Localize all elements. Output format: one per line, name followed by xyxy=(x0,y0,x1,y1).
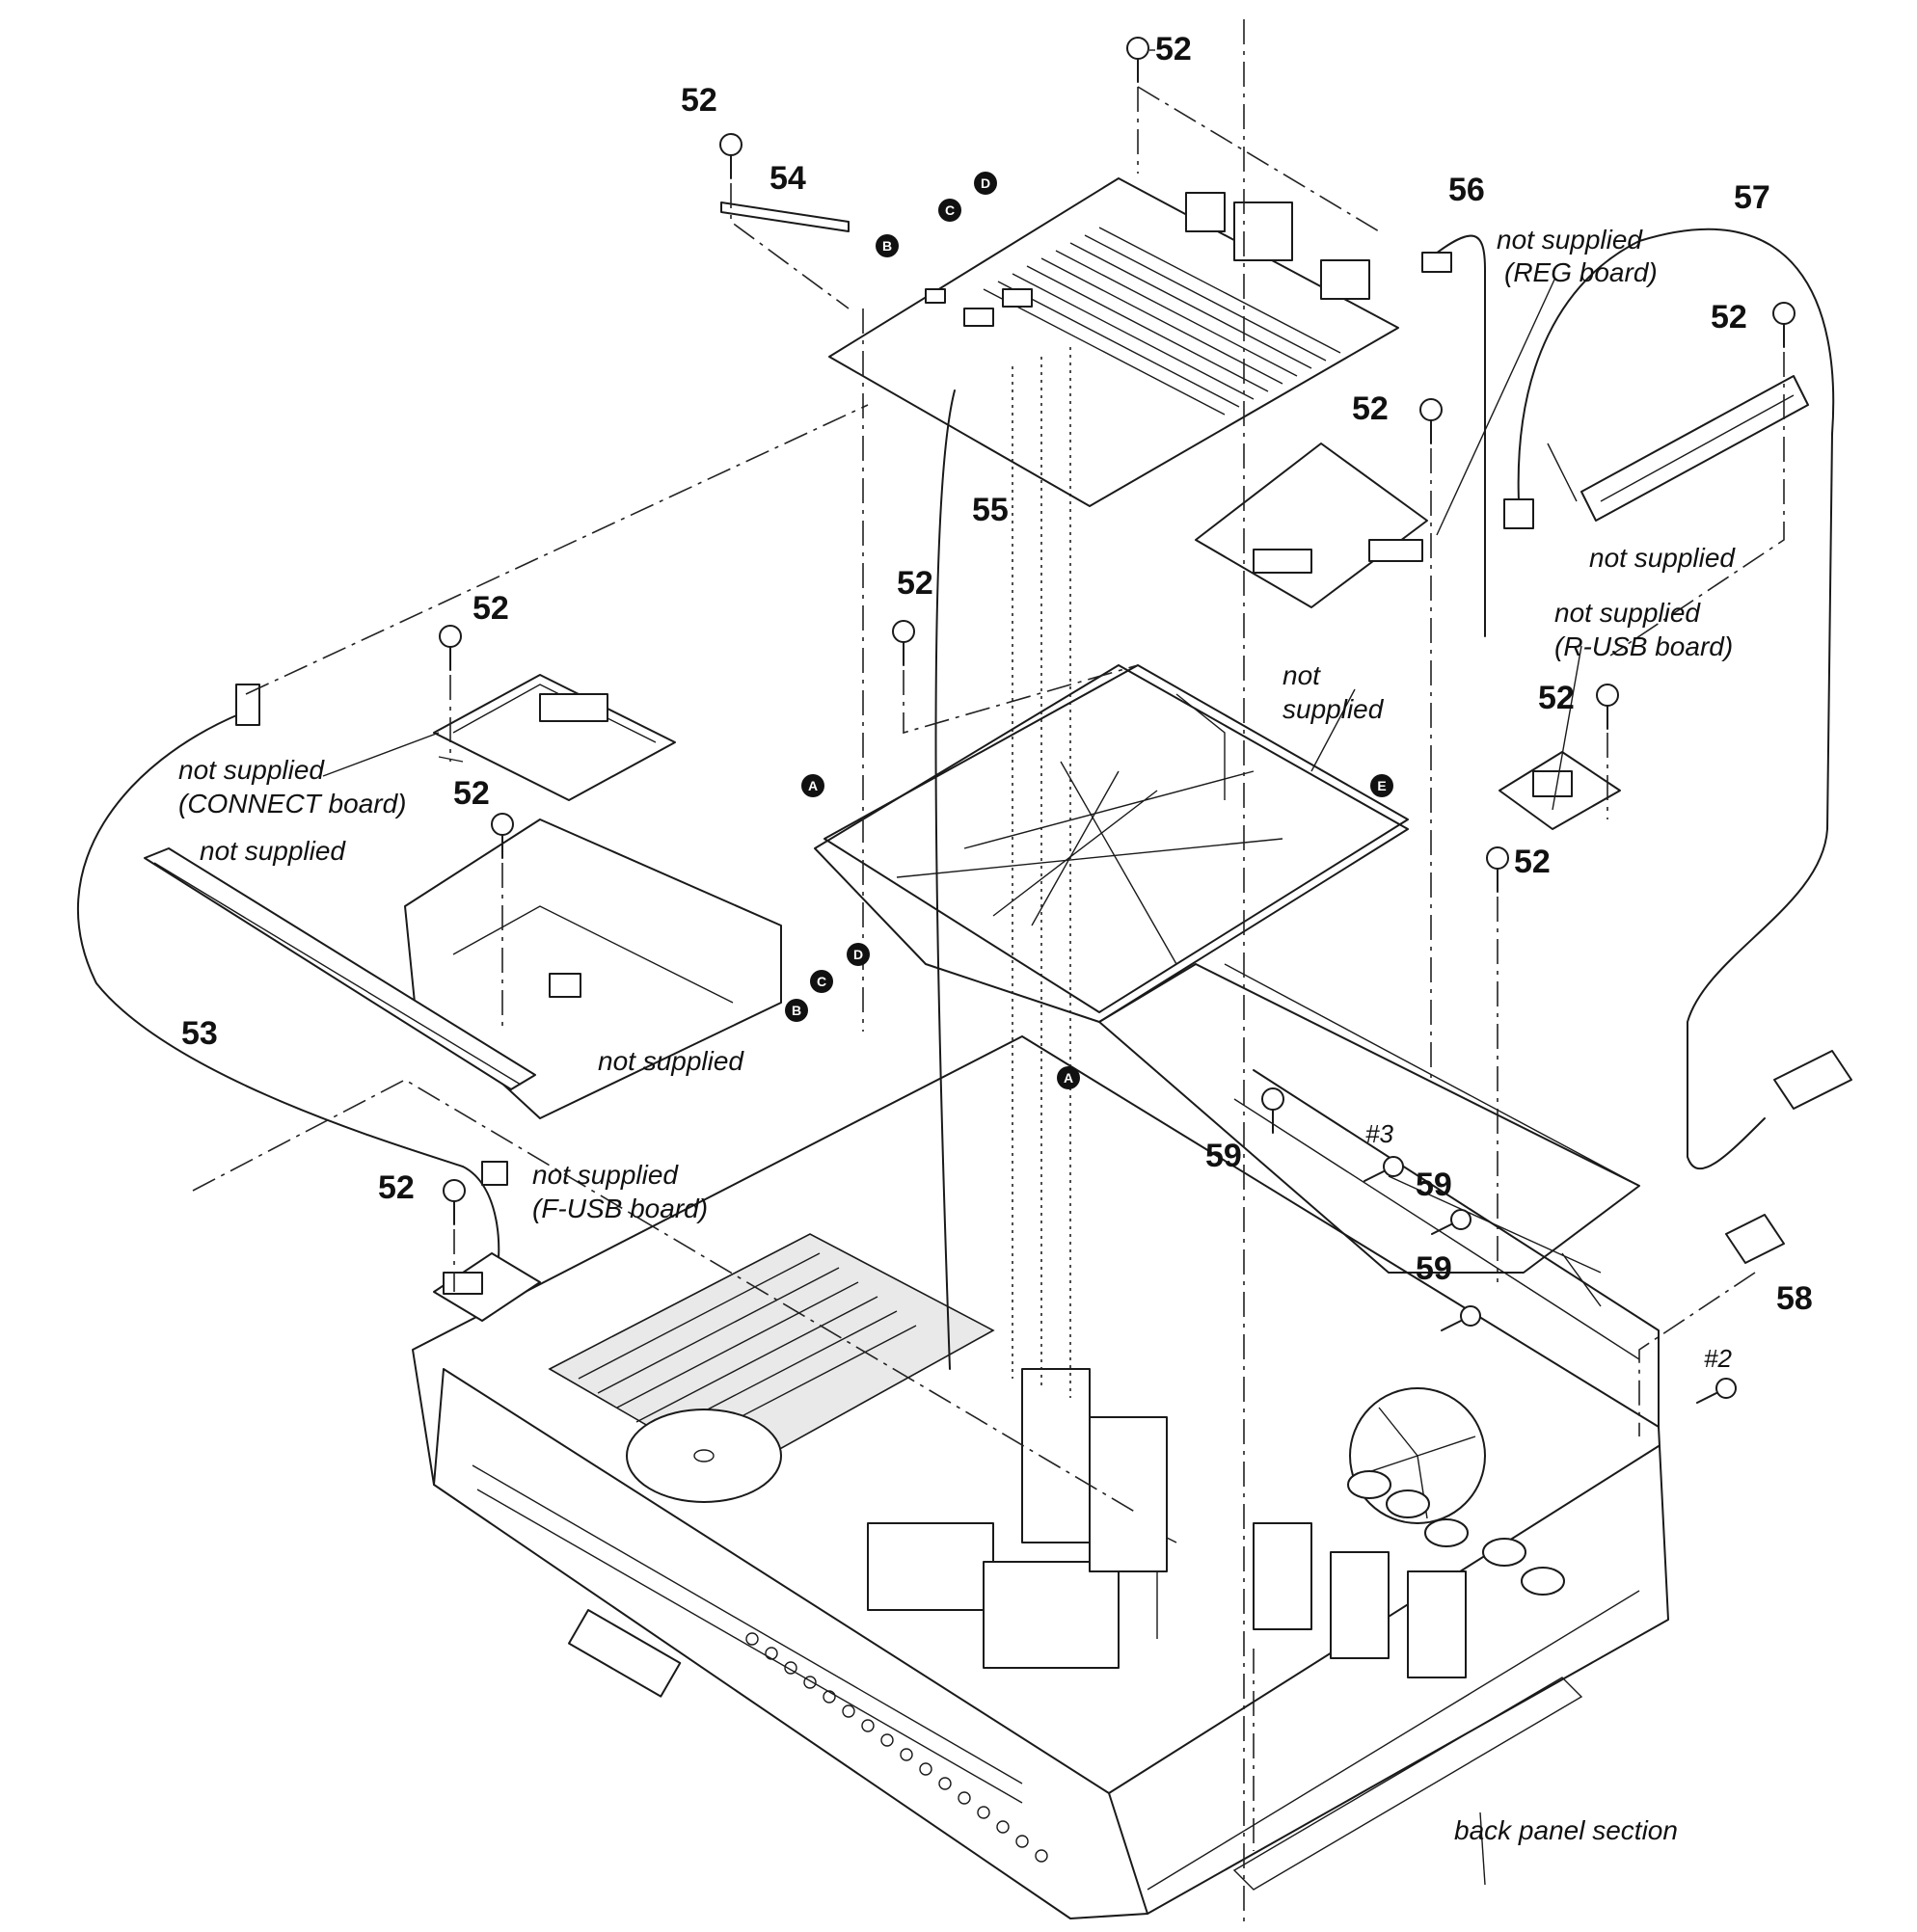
cord-57-connector xyxy=(1503,498,1534,529)
ref-marker-a-upper: A xyxy=(801,774,824,797)
note-plate-line1: not xyxy=(1282,660,1321,690)
svg-text:C: C xyxy=(945,202,955,218)
label-hash-3: #3 xyxy=(1365,1119,1393,1148)
label-55: 55 xyxy=(972,492,1009,528)
ref-marker-d-top: D xyxy=(974,172,997,195)
connector-58 xyxy=(1725,1050,1852,1264)
note-reg-line2: (REG board) xyxy=(1504,257,1658,287)
label-59-a: 59 xyxy=(1205,1138,1242,1174)
svg-text:D: D xyxy=(853,947,863,962)
svg-text:B: B xyxy=(792,1003,801,1018)
svg-text:A: A xyxy=(808,778,818,793)
note-strip: not supplied xyxy=(1589,543,1736,573)
rail-not-supplied xyxy=(144,847,536,1090)
note-reg-line1: not supplied xyxy=(1497,225,1643,255)
cable-56 xyxy=(1426,234,1486,637)
ref-marker-b-lower: B xyxy=(785,999,808,1022)
label-52-top: 52 xyxy=(1155,31,1192,67)
label-54: 54 xyxy=(770,160,806,197)
note-rusb-line1: not supplied xyxy=(1554,598,1701,628)
ref-marker-e: E xyxy=(1370,774,1393,797)
label-52-bracket: 52 xyxy=(453,775,490,812)
label-52-reg: 52 xyxy=(1352,390,1389,427)
ref-marker-c-lower: C xyxy=(810,970,833,993)
note-rusb-line2: (R-USB board) xyxy=(1554,631,1733,661)
svg-text:E: E xyxy=(1377,778,1386,793)
label-52-center: 52 xyxy=(897,565,933,602)
label-52-fusb: 52 xyxy=(378,1169,415,1206)
cable-53 xyxy=(77,684,508,1274)
upper-shield-plate xyxy=(824,664,1409,1013)
ref-marker-a-lower: A xyxy=(1057,1066,1080,1089)
assembly-lines xyxy=(192,19,1785,1928)
power-cord-57 xyxy=(1517,228,1835,1170)
screws xyxy=(439,37,1796,1404)
svg-text:C: C xyxy=(817,974,826,989)
note-rail: not supplied xyxy=(200,836,346,866)
note-fusb-line1: not supplied xyxy=(532,1160,679,1190)
main-board xyxy=(828,177,1399,507)
label-59-c: 59 xyxy=(1416,1250,1452,1287)
svg-text:A: A xyxy=(1064,1070,1073,1086)
note-back-panel: back panel section xyxy=(1454,1815,1678,1845)
label-52-connect: 52 xyxy=(472,590,509,627)
ribbon-54 xyxy=(720,201,850,232)
label-52-rusb: 52 xyxy=(1538,680,1575,716)
leader-lines xyxy=(322,279,1602,1886)
mid-shield-plate xyxy=(814,664,1640,1274)
r-usb-board xyxy=(1498,751,1621,830)
main-chassis xyxy=(412,1035,1669,1919)
note-bracket: not supplied xyxy=(598,1046,744,1076)
connect-board xyxy=(433,674,676,801)
f-usb-board xyxy=(433,1252,541,1322)
note-plate-line2: supplied xyxy=(1282,694,1385,724)
svg-text:B: B xyxy=(882,238,892,254)
svg-text:D: D xyxy=(981,175,990,191)
note-connect-line2: (CONNECT board) xyxy=(178,789,406,818)
note-fusb-line2: (F-USB board) xyxy=(532,1194,708,1223)
ref-marker-d-lower: D xyxy=(847,943,870,966)
reg-board xyxy=(1195,443,1428,608)
ribbon-55 xyxy=(934,389,956,1370)
cable-56-connector xyxy=(1421,252,1452,273)
ref-marker-c-top: C xyxy=(938,199,961,222)
right-connector-strip xyxy=(1580,375,1809,522)
label-52-right-strip: 52 xyxy=(1711,299,1747,335)
note-connect-line1: not supplied xyxy=(178,755,325,785)
label-58: 58 xyxy=(1776,1280,1813,1317)
label-56: 56 xyxy=(1448,172,1485,208)
rear-io-jacks xyxy=(745,1632,1048,1863)
label-52-right-plate: 52 xyxy=(1514,844,1551,880)
label-57: 57 xyxy=(1734,179,1770,216)
ref-marker-b-top: B xyxy=(876,234,899,257)
label-hash-2: #2 xyxy=(1704,1344,1732,1373)
label-59-b: 59 xyxy=(1416,1167,1452,1203)
label-52-upper-left: 52 xyxy=(681,82,717,119)
label-53: 53 xyxy=(181,1015,218,1052)
